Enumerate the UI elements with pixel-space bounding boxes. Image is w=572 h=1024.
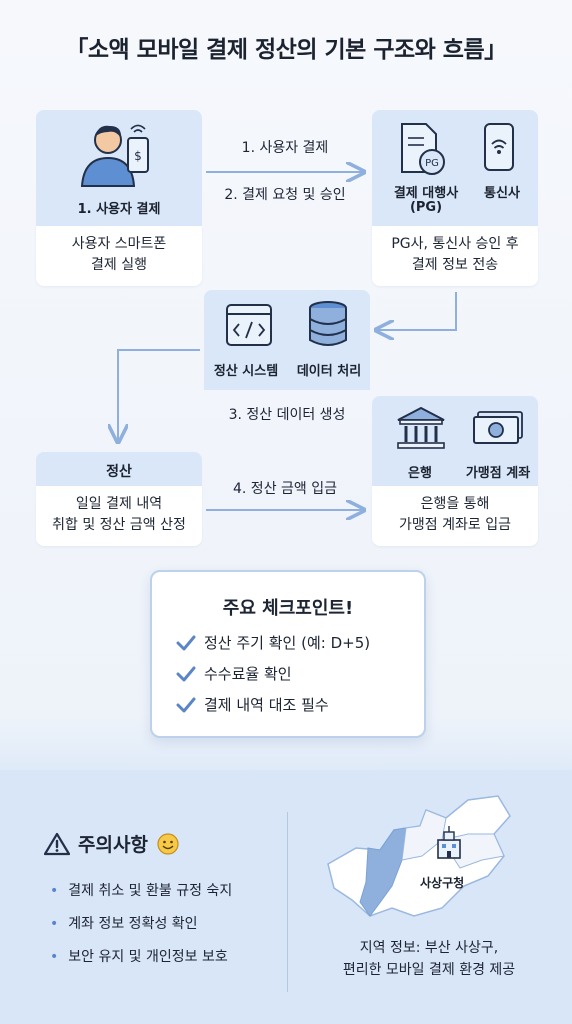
step-1-label: 1. 사용자 결제 bbox=[241, 140, 329, 156]
step-2-label: 2. 결제 요청 및 승인 bbox=[224, 187, 346, 203]
checkpoint-item-text: 결제 내역 대조 필수 bbox=[204, 696, 329, 714]
user-smartphone-icon: $ bbox=[80, 124, 149, 187]
user-node: $ 1. 사용자 결제 bbox=[36, 110, 202, 226]
pg-telecom-node: PG 결제 대행사 (PG) 통신사 bbox=[372, 110, 538, 226]
settlement-desc-line-2: 취합 및 정산 금액 산정 bbox=[52, 517, 186, 533]
database-icon bbox=[309, 301, 347, 346]
pg-document-icon: PG bbox=[401, 123, 445, 175]
user-node-label: 1. 사용자 결제 bbox=[77, 202, 161, 217]
caution-heading: 주의사항 bbox=[44, 830, 180, 857]
region-info-line-1: 지역 정보: 부산 사상구, bbox=[359, 940, 499, 956]
checkpoint-item: 정산 주기 확인 (예: D+5) bbox=[176, 632, 370, 653]
telecom-phone-icon bbox=[484, 123, 514, 171]
pg-desc-line-1: PG사, 통신사 승인 후 bbox=[391, 236, 519, 252]
bank-desc: 은행을 통해 가맹점 계좌로 입금 bbox=[372, 486, 538, 546]
smiley-icon bbox=[157, 832, 179, 855]
checkpoint-title: 주요 체크포인트! bbox=[222, 598, 354, 619]
checkpoint-item: 수수료율 확인 bbox=[176, 663, 292, 684]
pg-badge: PG bbox=[425, 158, 439, 169]
check-icon bbox=[176, 635, 196, 650]
checkpoint-item: 결제 내역 대조 필수 bbox=[176, 694, 329, 715]
panel-divider bbox=[287, 812, 288, 992]
check-icon bbox=[176, 666, 196, 681]
caution-item: 결제 취소 및 환불 규정 숙지 bbox=[50, 880, 232, 900]
settlement-desc: 일일 결제 내역 취합 및 정산 금액 산정 bbox=[36, 486, 202, 546]
settlement-label: 정산 bbox=[106, 464, 132, 480]
pg-label: 결제 대행사 bbox=[393, 186, 459, 201]
warning-icon bbox=[44, 832, 70, 855]
data-processing-label: 데이터 처리 bbox=[296, 364, 362, 379]
cash-icon bbox=[473, 411, 523, 444]
check-icon bbox=[176, 697, 196, 712]
system-label: 정산 시스템 bbox=[213, 364, 279, 379]
pg-desc-line-2: 결제 정보 전송 bbox=[411, 257, 499, 273]
checkpoint-card: 주요 체크포인트! 정산 주기 확인 (예: D+5) 수수료율 확인 결제 내… bbox=[150, 570, 426, 738]
region-info-line-2: 편리한 모바일 결제 환경 제공 bbox=[342, 962, 516, 978]
flow-arrows bbox=[0, 0, 457, 770]
telecom-label: 통신사 bbox=[484, 186, 520, 201]
svg-text:$: $ bbox=[134, 149, 142, 163]
arrow-system-to-settlement bbox=[118, 349, 200, 440]
bank-node: 은행 가맹점 계좌 bbox=[372, 396, 538, 486]
step-3-label: 3. 정산 데이터 생성 bbox=[228, 407, 346, 423]
settlement-desc-line-1: 일일 결제 내역 bbox=[75, 496, 163, 512]
bank-desc-line-2: 가맹점 계좌로 입금 bbox=[399, 517, 511, 533]
settlement-system-node: 정산 시스템 데이터 처리 bbox=[204, 290, 370, 390]
checkpoint-item-text: 수수료율 확인 bbox=[204, 665, 292, 683]
bank-label: 은행 bbox=[408, 466, 432, 481]
bank-desc-line-1: 은행을 통해 bbox=[420, 496, 490, 512]
user-node-desc: 사용자 스마트폰 결제 실행 bbox=[36, 226, 202, 286]
caution-item: 계좌 정보 정확성 확인 bbox=[50, 913, 197, 933]
sasang-gu-map-icon bbox=[327, 795, 511, 917]
caution-item: 보안 유지 및 개인정보 보호 bbox=[50, 946, 227, 966]
bank-building-icon bbox=[397, 406, 445, 449]
pg-label-sub: (PG) bbox=[409, 200, 443, 215]
user-desc-line-2: 결제 실행 bbox=[91, 257, 147, 273]
region-info: 지역 정보: 부산 사상구, 편리한 모바일 결제 환경 제공 bbox=[300, 937, 558, 981]
map-label: 사상구청 bbox=[420, 876, 465, 890]
step-4-label: 4. 정산 금액 입금 bbox=[233, 481, 337, 497]
pg-telecom-desc: PG사, 통신사 승인 후 결제 정보 전송 bbox=[372, 226, 538, 286]
settlement-node: 정산 bbox=[36, 452, 202, 486]
caution-title: 주의사항 bbox=[78, 834, 148, 856]
merchant-account-label: 가맹점 계좌 bbox=[465, 466, 531, 481]
checkpoint-item-text: 정산 주기 확인 (예: D+5) bbox=[204, 634, 371, 652]
code-window-icon bbox=[226, 304, 272, 346]
page-title: 「소액 모바일 결제 정산의 기본 구조와 흐름」 bbox=[65, 37, 507, 63]
arrow-pg-to-system bbox=[378, 292, 457, 330]
user-desc-line-1: 사용자 스마트폰 bbox=[71, 236, 167, 252]
